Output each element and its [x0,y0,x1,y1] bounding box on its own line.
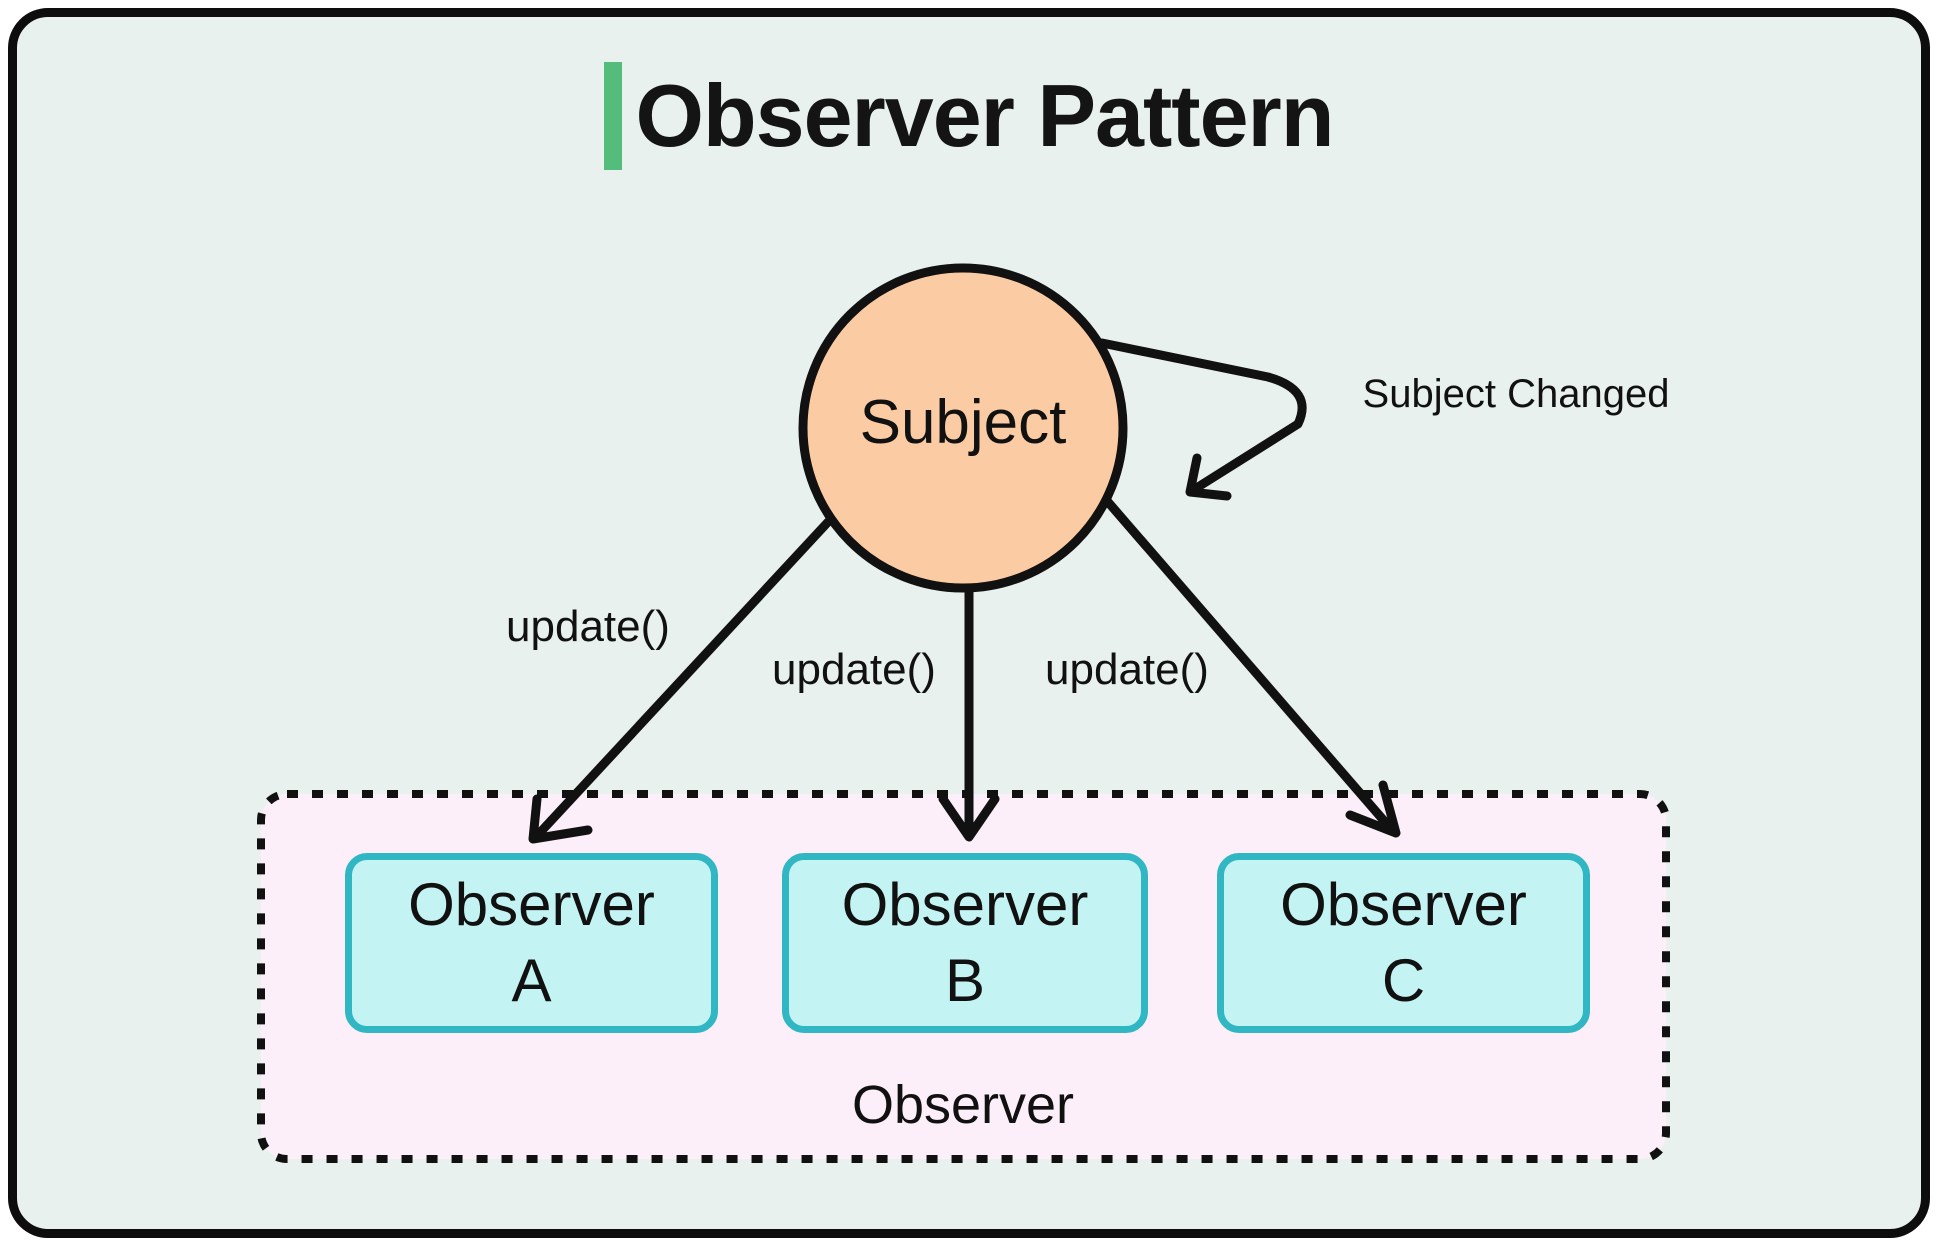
update-arrow-c [1103,497,1401,838]
title-row: Observer Pattern [0,62,1938,170]
subject-changed-label: Subject Changed [1362,372,1670,416]
update-label-b: update() [772,645,936,694]
observer-group-label: Observer [851,1075,1075,1135]
observer-box-suffix: A [511,947,552,1014]
observer-box-c: Observer C [1217,853,1590,1033]
observer-box-b: Observer B [782,853,1148,1033]
observer-box-a: Observer A [345,853,718,1033]
page-title: Observer Pattern [635,66,1334,165]
subject-label: Subject [859,388,1067,457]
subject-changed-arrow [1097,338,1307,501]
observer-box-label: Observer [1280,871,1527,938]
observer-box-suffix: B [944,947,986,1014]
subject-circle [798,263,1128,593]
update-arrow-a [528,517,833,844]
observer-box-label: Observer [408,871,655,938]
update-arrow-b [938,587,1000,842]
title-accent-bar [604,62,623,170]
observer-box-label: Observer [841,871,1089,938]
update-label-a: update() [506,602,670,651]
observer-box-suffix: C [1381,947,1426,1014]
update-label-c: update() [1045,645,1209,694]
